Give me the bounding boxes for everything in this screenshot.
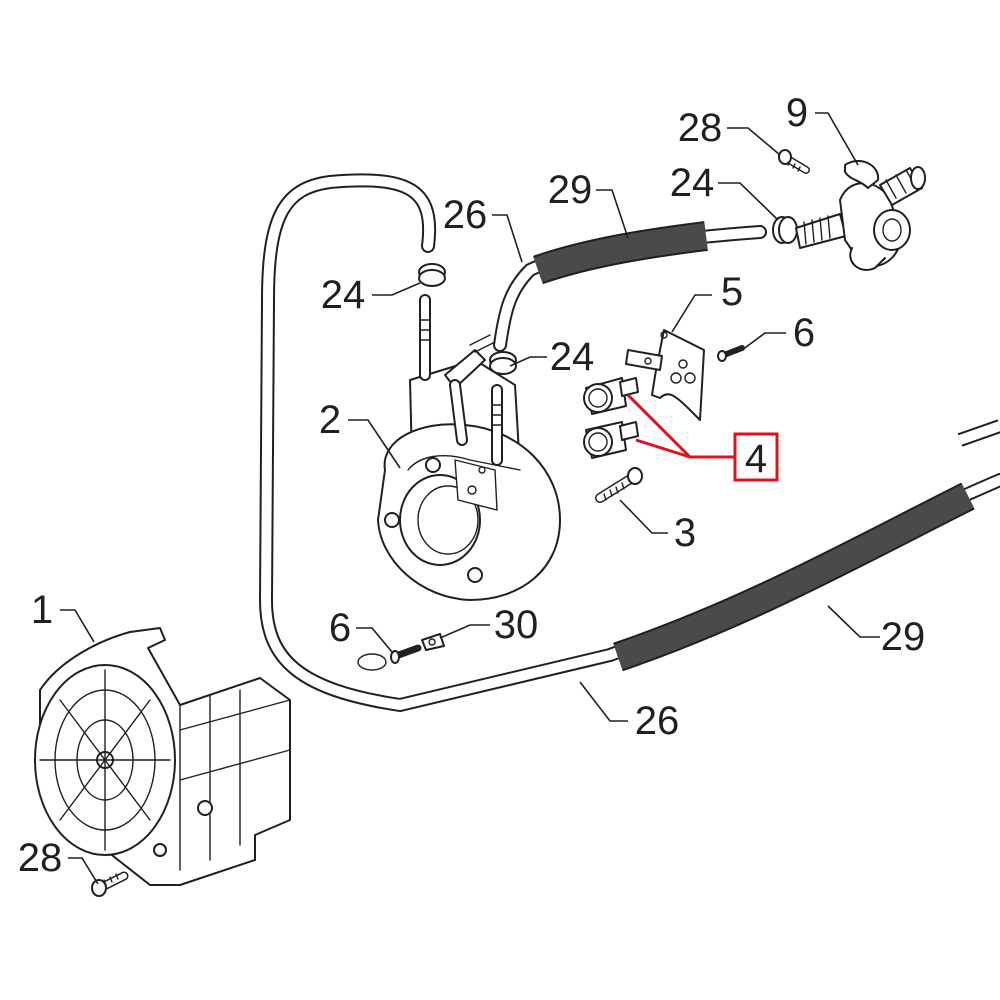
callout-24-mid: 24 [550, 335, 595, 379]
callout-2: 2 [319, 398, 341, 442]
terminal-part-30 [357, 633, 445, 671]
callout-29-top: 29 [548, 168, 593, 212]
boiler-part-2 [377, 294, 561, 601]
callout-9: 9 [786, 91, 808, 135]
callout-30: 30 [494, 603, 539, 647]
highlight-box-4 [733, 432, 779, 482]
callout-26-top: 26 [443, 193, 488, 237]
callout-28-top: 28 [678, 106, 723, 150]
thermostat-part-4-upper [583, 377, 639, 415]
callout-labels: 28 9 24 29 26 24 5 6 24 2 3 1 6 30 29 26… [18, 91, 926, 880]
coupling-part-9 [795, 160, 926, 271]
screw-6-right [717, 345, 745, 362]
sleeve-29-bottom [613, 482, 975, 672]
screw-6-bottom [390, 644, 422, 664]
callout-6-right: 6 [793, 311, 815, 355]
housing-part-1 [34, 627, 291, 886]
callout-3: 3 [674, 511, 696, 555]
highlighted-part-label: 4 [745, 437, 767, 481]
bracket-part-5 [625, 329, 705, 421]
callout-29-bottom: 29 [881, 615, 926, 659]
clamp-24-mid [489, 351, 517, 375]
callout-26-bottom: 26 [635, 699, 680, 743]
callout-5: 5 [721, 270, 743, 314]
callout-1: 1 [31, 588, 53, 632]
callout-6-bottom: 6 [329, 606, 351, 650]
highlight-leaders-4 [626, 393, 735, 459]
leader-lines [60, 112, 880, 885]
thermostat-part-4-lower [583, 421, 639, 459]
screw-28-top [778, 149, 810, 174]
callout-24-left: 24 [321, 273, 366, 317]
callout-24-top: 24 [670, 161, 715, 205]
screw-part-3 [595, 467, 643, 503]
callout-28-bottom: 28 [18, 836, 63, 880]
sleeve-29-top [533, 221, 708, 285]
screw-28-bottom [91, 871, 129, 897]
clamp-24-top [418, 263, 446, 287]
clamp-24-coupling [772, 216, 798, 244]
